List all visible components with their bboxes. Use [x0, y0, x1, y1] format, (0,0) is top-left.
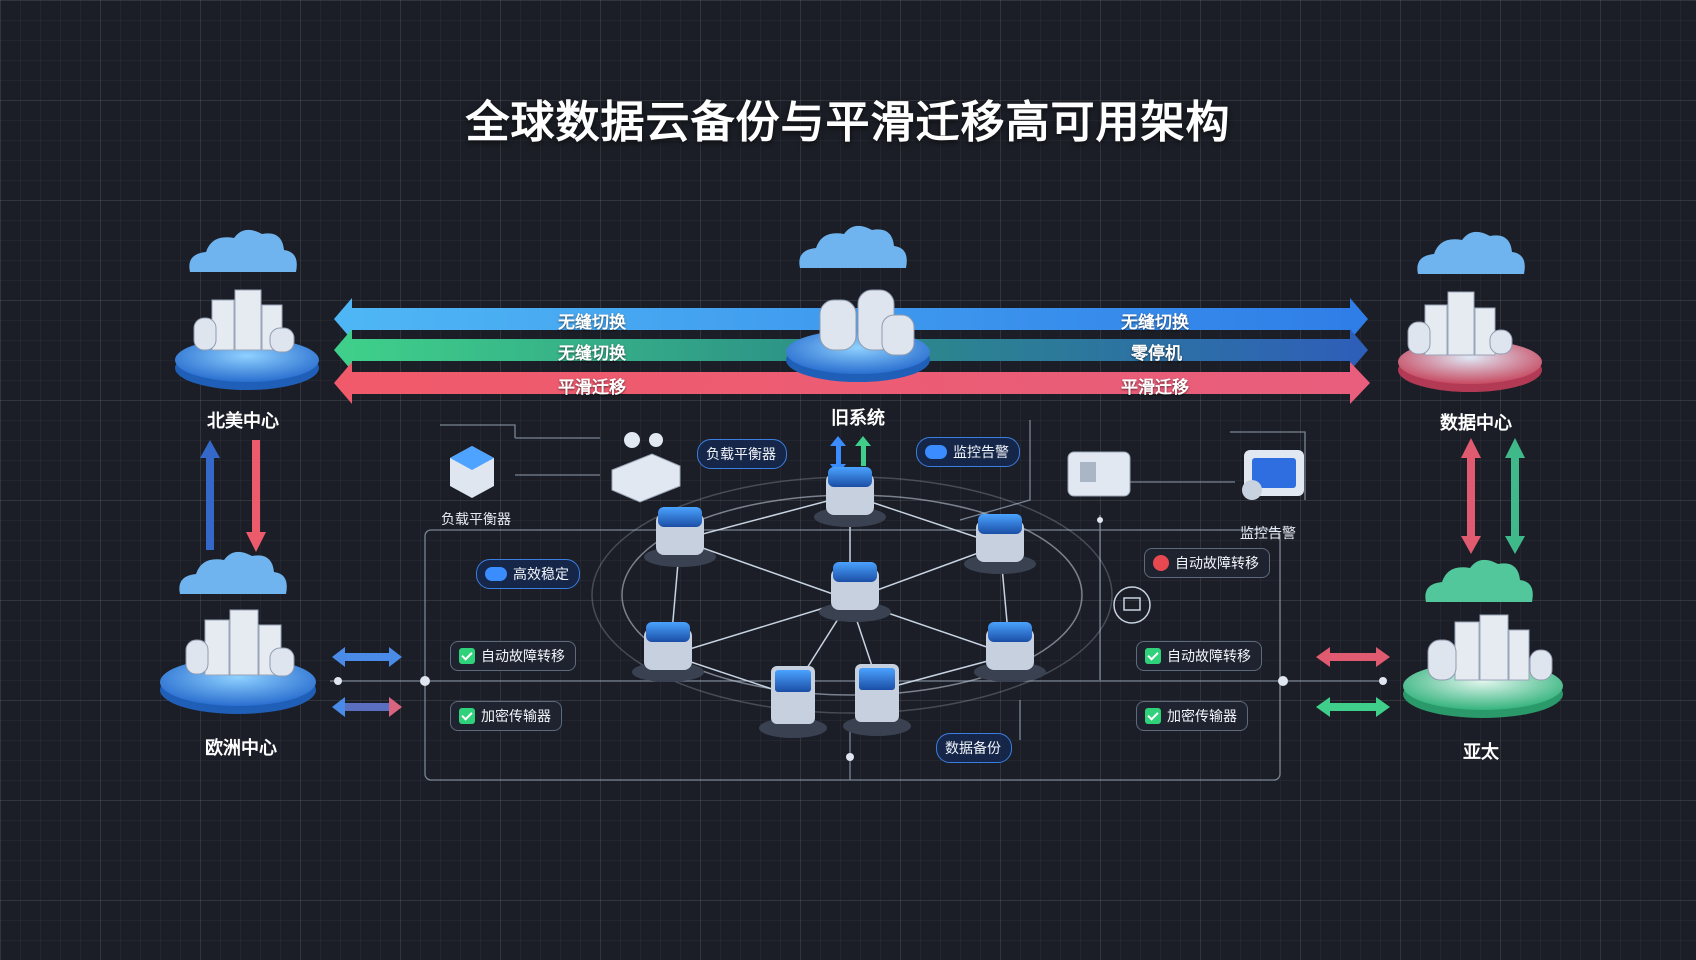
alert-icon	[1153, 555, 1169, 571]
check-icon	[1145, 648, 1161, 664]
short-arrows-right	[1316, 647, 1390, 717]
legacy-updown-arrows	[830, 436, 871, 474]
toggle-icon	[925, 445, 947, 459]
label-europe: 欧洲中心	[205, 738, 277, 758]
check-icon	[1145, 708, 1161, 724]
vertical-arrows-right	[1461, 438, 1525, 554]
connector-lines	[330, 420, 1385, 781]
label-load-balancer: 负载平衡器	[441, 511, 511, 527]
arrow-bottom	[334, 362, 1370, 404]
arrow-label-middle-right: 零停机	[1131, 344, 1182, 363]
label-legacy: 旧系统	[831, 408, 885, 428]
network-ring	[591, 476, 1113, 714]
arrow-label-top-right: 无缝切换	[1121, 313, 1189, 332]
chip-load-balancer-text: 负载平衡器	[706, 446, 776, 462]
share-icon	[485, 567, 507, 581]
arrow-label-middle-left: 无缝切换	[558, 344, 626, 363]
page-title: 全球数据云备份与平滑迁移高可用架构	[465, 98, 1231, 147]
chip-encrypted-right-text: 加密传输器	[1167, 708, 1237, 724]
chip-encrypted-right: 加密传输器	[1136, 701, 1248, 731]
arrow-label-bottom-left: 平滑迁移	[558, 378, 626, 397]
chip-auto-failover-left: 自动故障转移	[450, 641, 576, 671]
chip-auto-failover-top-right-text: 自动故障转移	[1175, 555, 1259, 571]
chip-auto-failover-left-text: 自动故障转移	[481, 648, 565, 664]
chip-auto-failover-top-right: 自动故障转移	[1144, 548, 1270, 578]
check-icon	[459, 648, 475, 664]
check-icon	[459, 708, 475, 724]
label-monitor-alert: 监控告警	[1240, 525, 1296, 541]
label-data-center: 数据中心	[1440, 413, 1512, 433]
label-asia-pacific: 亚太	[1463, 742, 1499, 762]
chip-backup-text: 数据备份	[945, 740, 1001, 756]
chip-backup: 数据备份	[936, 733, 1012, 763]
chip-efficiency: 高效稳定	[476, 559, 580, 589]
chip-load-balancer: 负载平衡器	[697, 439, 787, 469]
connector-dots	[334, 517, 1387, 761]
chip-auto-failover-right: 自动故障转移	[1136, 641, 1262, 671]
arrow-top	[334, 298, 1368, 340]
chip-encrypted-left: 加密传输器	[450, 701, 562, 731]
chip-efficiency-text: 高效稳定	[513, 566, 569, 582]
chip-monitor-text: 监控告警	[953, 444, 1009, 460]
chip-encrypted-left-text: 加密传输器	[481, 708, 551, 724]
arrow-middle	[334, 329, 1368, 371]
arrow-label-bottom-right: 平滑迁移	[1121, 378, 1189, 397]
chip-auto-failover-right-text: 自动故障转移	[1167, 648, 1251, 664]
chip-monitor: 监控告警	[916, 437, 1020, 467]
vertical-arrows-left	[200, 440, 266, 552]
short-arrows-left	[332, 647, 402, 717]
label-north-america: 北美中心	[207, 411, 279, 431]
arrow-label-top-left: 无缝切换	[558, 313, 626, 332]
